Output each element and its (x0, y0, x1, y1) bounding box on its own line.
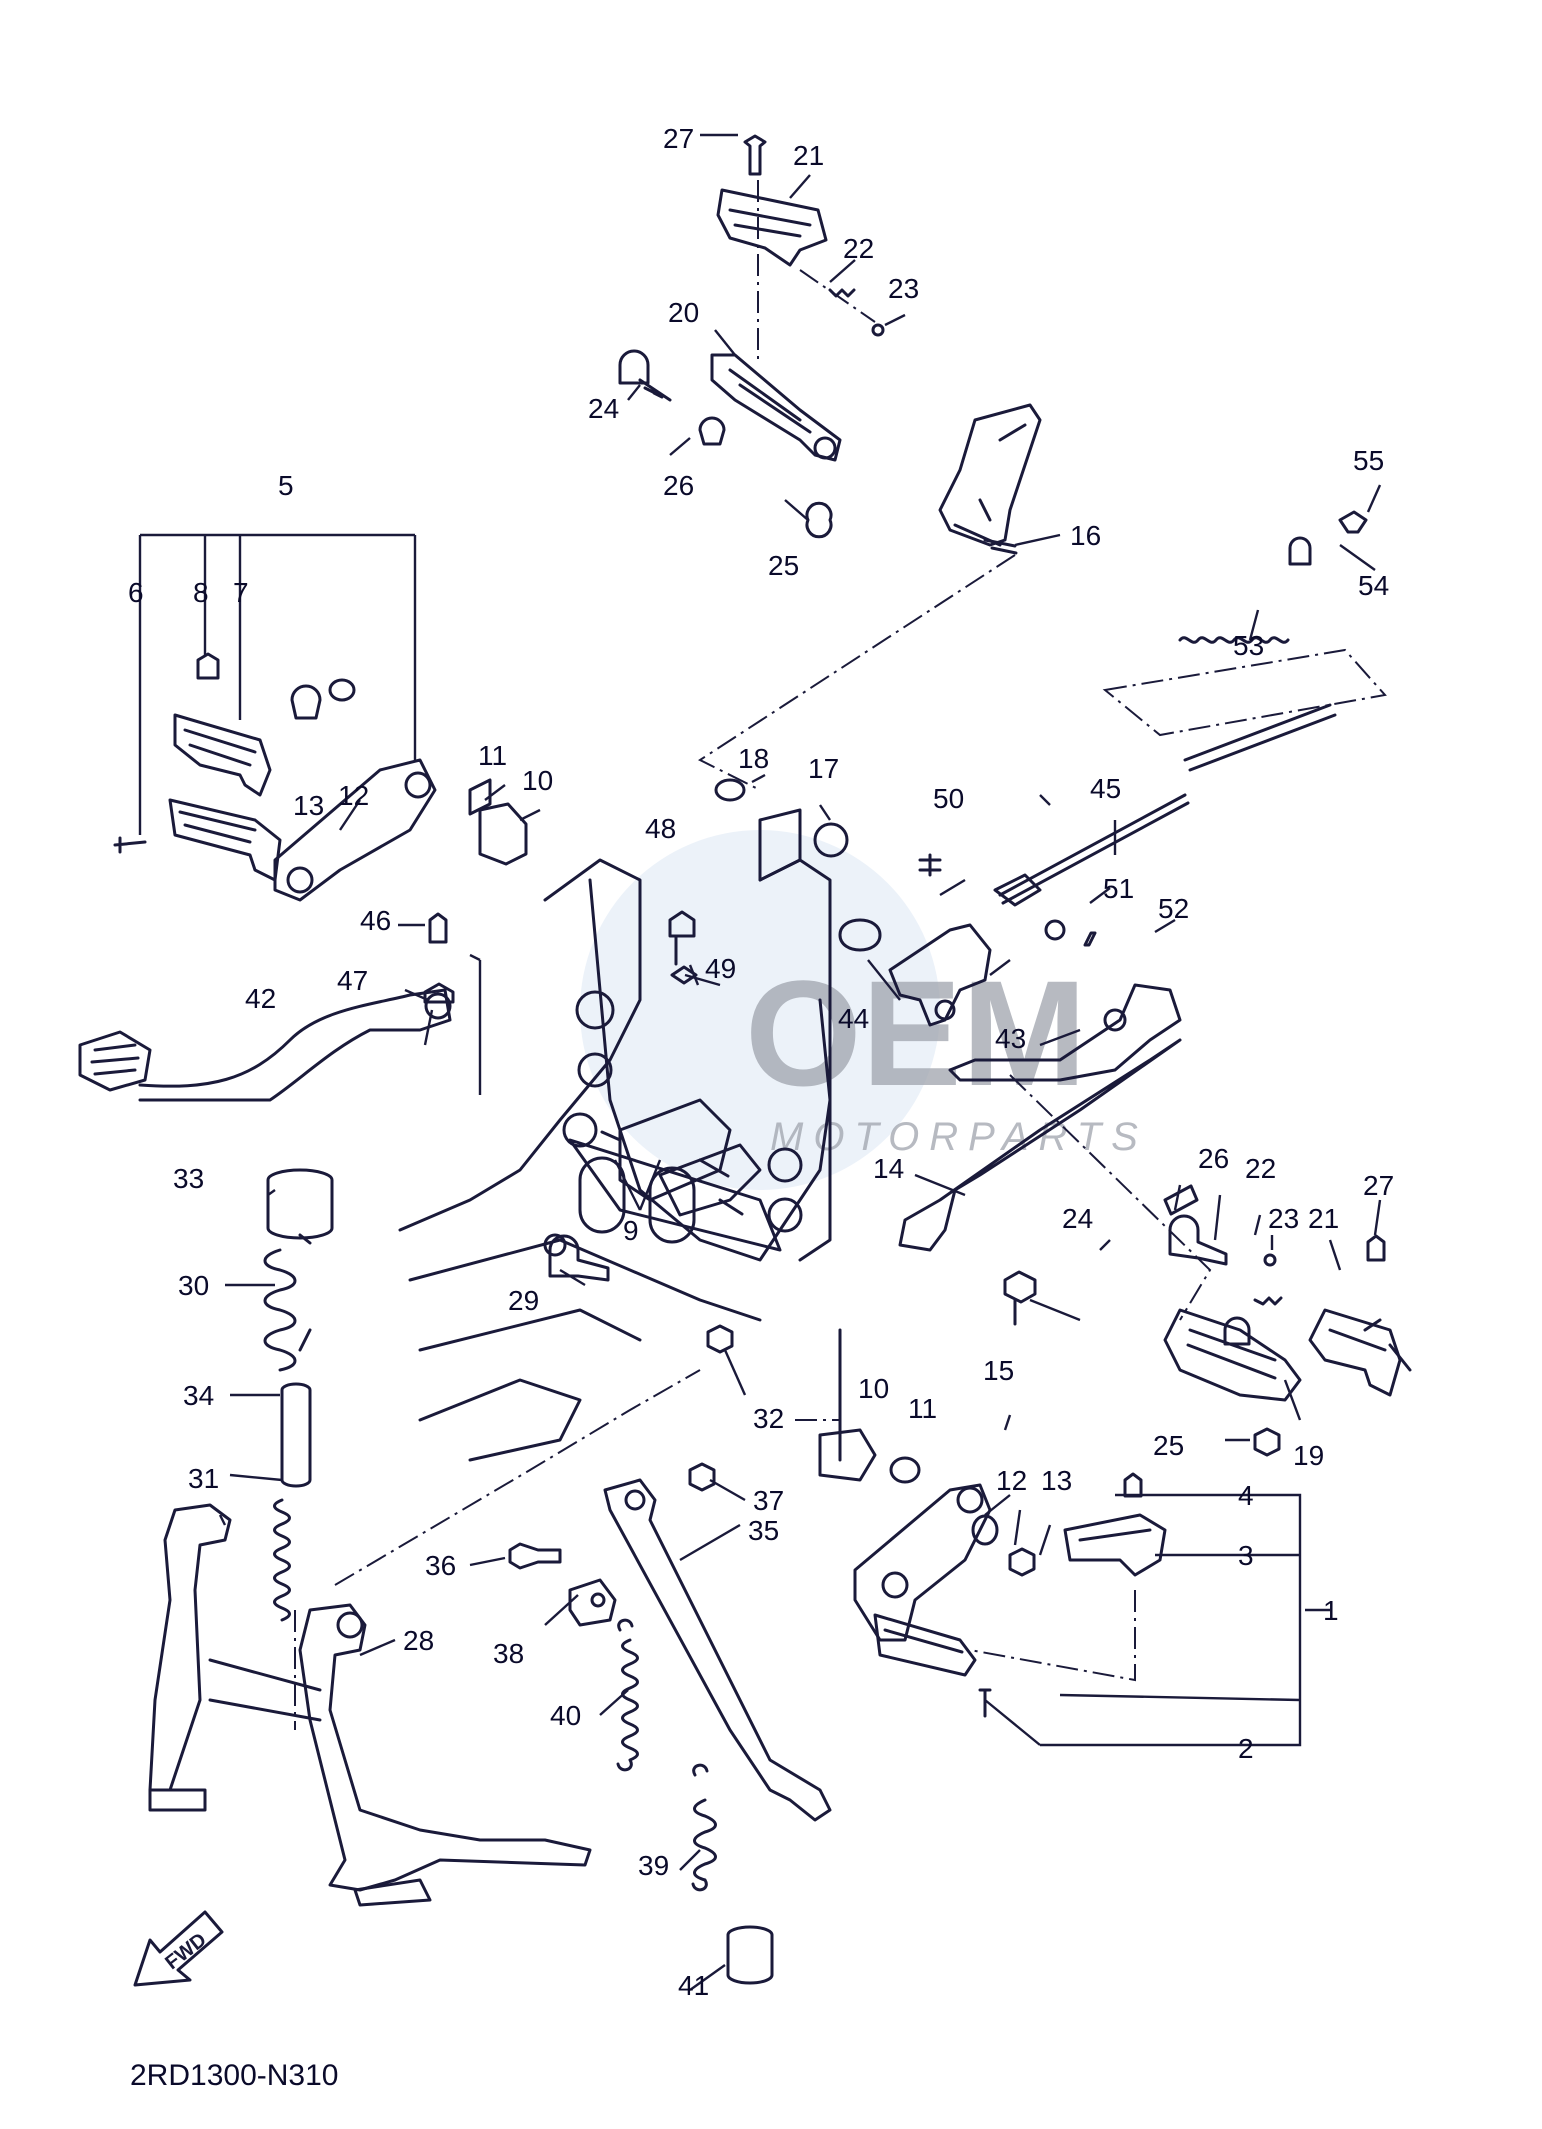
frame (398, 778, 849, 1462)
callouts: 1 2 3 4 5 6 7 8 9 10 10 11 11 12 12 13 1… (128, 123, 1394, 2001)
callout: 46 (360, 905, 391, 936)
brake-linkage (838, 510, 1387, 1326)
callout: 48 (645, 813, 676, 844)
callout: 12 (338, 780, 369, 811)
callout: 33 (173, 1163, 204, 1194)
callout: 2 (1238, 1733, 1254, 1764)
callout: 20 (668, 297, 699, 328)
callout: 30 (178, 1270, 209, 1301)
callout: 44 (838, 1003, 869, 1034)
callout: 42 (245, 983, 276, 1014)
gear-pedal (78, 912, 482, 1102)
callout: 54 (1358, 570, 1389, 601)
callout: 13 (293, 790, 324, 821)
callout: 22 (1245, 1153, 1276, 1184)
callout: 10 (522, 765, 553, 796)
callout: 1 (1323, 1595, 1339, 1626)
callout: 29 (508, 1285, 539, 1316)
diagram-code: 2RD1300-N310 (130, 2059, 338, 2092)
callout: 10 (858, 1373, 889, 1404)
upper-footrest-group (618, 134, 1042, 791)
callout: 27 (1363, 1170, 1394, 1201)
callout: 11 (908, 1393, 937, 1424)
left-footrest-group (113, 533, 528, 902)
callout: 15 (983, 1355, 1014, 1386)
callout: 34 (183, 1380, 214, 1411)
callout: 3 (1238, 1540, 1254, 1571)
callout: 21 (1308, 1203, 1339, 1234)
callout: 22 (843, 233, 874, 264)
callout: 32 (753, 1403, 784, 1434)
callout: 8 (193, 577, 209, 608)
callout: 37 (753, 1485, 784, 1516)
callout: 43 (995, 1023, 1026, 1054)
callout: 6 (128, 577, 144, 608)
callout: 52 (1158, 893, 1189, 924)
fwd-label: FWD (161, 1929, 210, 1974)
callout: 27 (663, 123, 694, 154)
callout: 51 (1103, 873, 1134, 904)
callout: 35 (748, 1515, 779, 1546)
callout: 26 (1198, 1143, 1229, 1174)
callout: 53 (1233, 630, 1264, 661)
callout: 49 (705, 953, 736, 984)
callout: 40 (550, 1700, 581, 1731)
callout: 24 (588, 393, 619, 424)
callout: 26 (663, 470, 694, 501)
callout: 36 (425, 1550, 456, 1581)
callout: 24 (1062, 1203, 1093, 1234)
watermark-primary: OEM (745, 949, 1087, 1117)
callout: 39 (638, 1850, 669, 1881)
callout: 17 (808, 753, 839, 784)
callout: 11 (478, 740, 507, 771)
callout: 12 (996, 1465, 1027, 1496)
callout: 41 (678, 1970, 709, 2001)
callout: 23 (1268, 1203, 1299, 1234)
callout: 50 (933, 783, 964, 814)
callout: 45 (1090, 773, 1121, 804)
side-stand-group (508, 1462, 832, 1985)
center-stand-group (148, 1168, 840, 1907)
callout: 31 (188, 1463, 219, 1494)
callout: 28 (403, 1625, 434, 1656)
right-footrest-group (818, 1184, 1412, 1747)
callout: 4 (1238, 1480, 1254, 1511)
callout: 14 (873, 1153, 904, 1184)
callout: 23 (888, 273, 919, 304)
callout: 5 (278, 470, 294, 501)
callout: 16 (1070, 520, 1101, 551)
callout: 25 (1153, 1430, 1184, 1461)
leader-lines (218, 133, 1382, 1991)
callout: 19 (1293, 1440, 1324, 1471)
callout: 38 (493, 1638, 524, 1669)
callout: 55 (1353, 445, 1384, 476)
callout: 25 (768, 550, 799, 581)
callout: 9 (623, 1215, 639, 1246)
callout: 7 (233, 577, 249, 608)
fwd-arrow-icon: FWD (133, 1910, 224, 1987)
callout: 13 (1041, 1465, 1072, 1496)
callout: 18 (738, 743, 769, 774)
callout: 21 (793, 140, 824, 171)
callout: 47 (337, 965, 368, 996)
